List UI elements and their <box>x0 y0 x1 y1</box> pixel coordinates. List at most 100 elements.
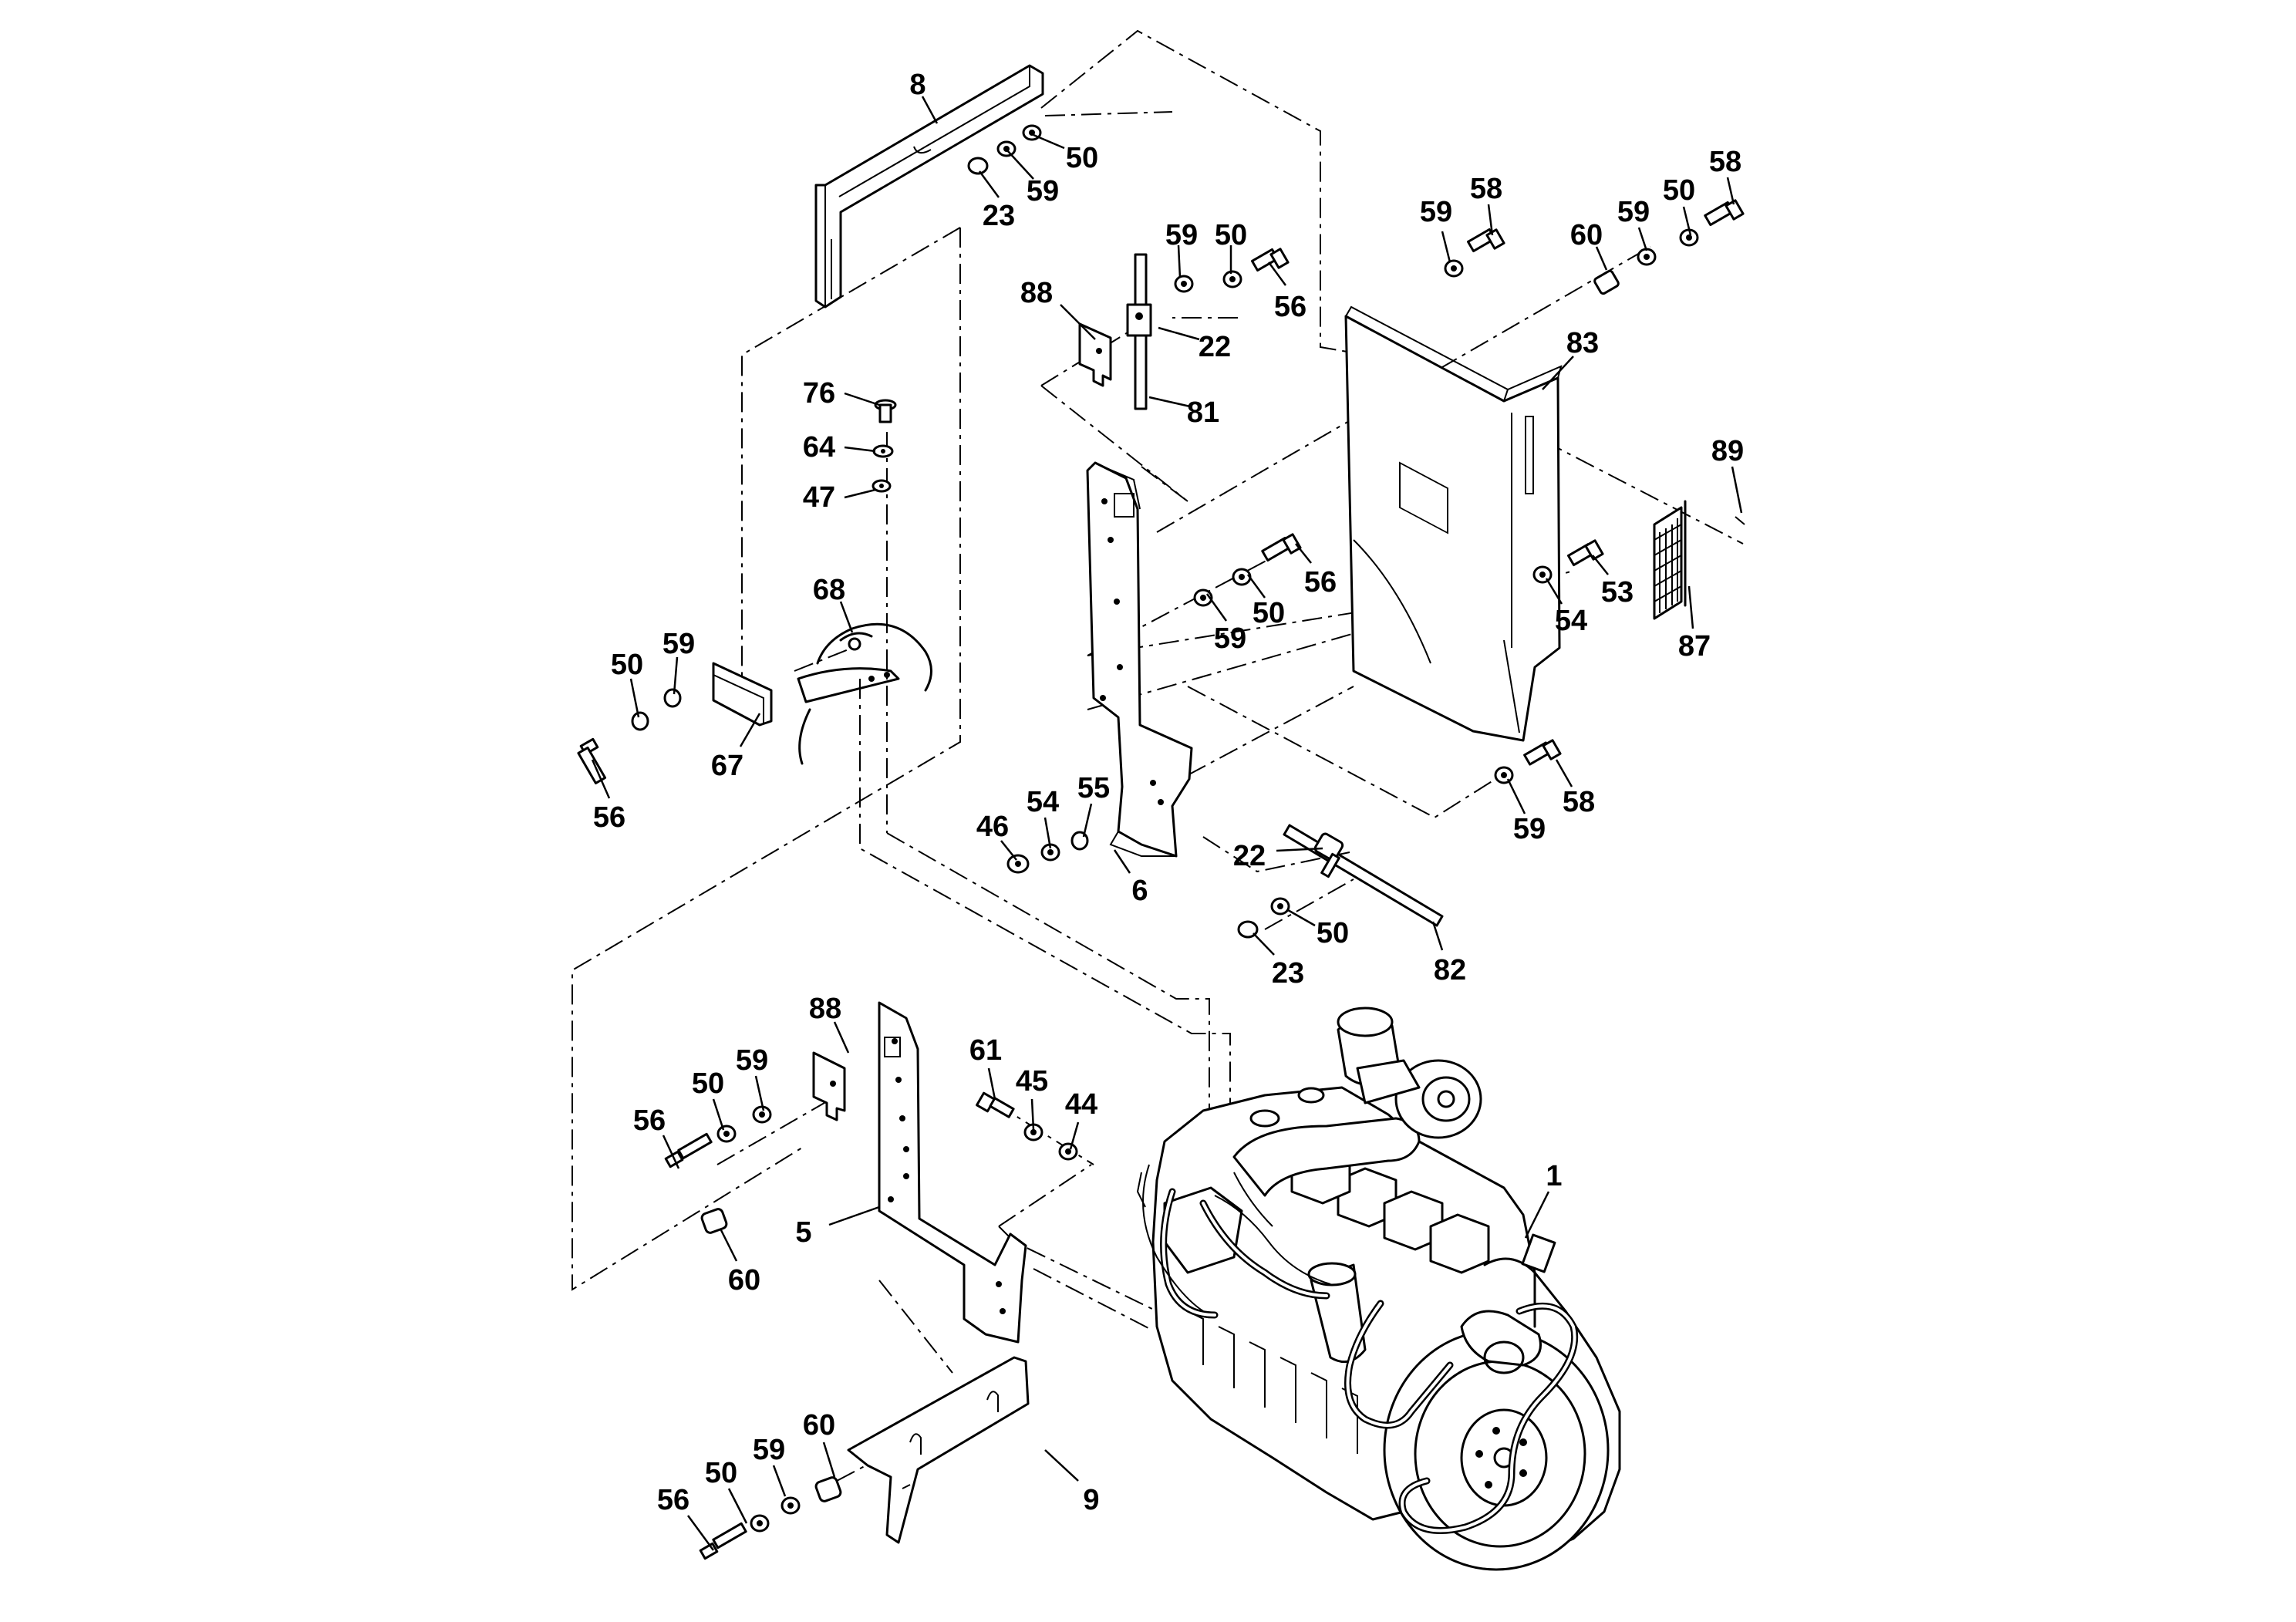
leader-line <box>1267 261 1287 286</box>
leader-line <box>987 1067 996 1100</box>
part-number-label: 22 <box>1233 840 1266 872</box>
callout-c50g: 50 <box>692 1067 725 1131</box>
part-number-label: 5 <box>795 1216 811 1249</box>
leader-line <box>662 1135 680 1169</box>
callout-c59b: 59 <box>1165 219 1198 278</box>
callout-c83: 83 <box>1542 327 1599 390</box>
part-number-label: 54 <box>1555 605 1587 637</box>
hardware-lower-56-50-59 <box>664 1105 772 1168</box>
leader-line <box>1044 1449 1079 1482</box>
part-60-spacer-left <box>700 1208 728 1234</box>
part-68-clamp-harness <box>797 622 932 765</box>
part-number-label: 60 <box>803 1409 835 1442</box>
hardware-61-45-44 <box>976 1091 1078 1161</box>
callout-c67: 67 <box>711 713 761 782</box>
callout-c22a: 22 <box>1158 326 1231 363</box>
leader-line <box>1148 396 1191 408</box>
callout-c56a: 56 <box>1267 261 1306 323</box>
part-number-label: 59 <box>753 1434 785 1466</box>
hardware-left-67 <box>577 688 682 784</box>
part-9-lower-plate <box>847 1356 1030 1544</box>
part-number-label: 88 <box>809 993 841 1025</box>
part-number-label: 58 <box>1563 786 1595 818</box>
leader-line <box>629 678 640 718</box>
leader-line <box>1033 133 1065 150</box>
part-number-label: 81 <box>1187 396 1219 429</box>
part-number-label: 50 <box>1317 917 1349 949</box>
leader-line <box>1542 356 1574 390</box>
callout-c50h: 50 <box>705 1457 748 1524</box>
part-number-label: 59 <box>1420 196 1452 228</box>
callout-c58a: 58 <box>1470 173 1502 236</box>
part-number-label: 82 <box>1434 954 1466 986</box>
part-number-label: 22 <box>1199 331 1231 363</box>
leader-line <box>978 170 1000 198</box>
callout-c6: 6 <box>1113 849 1148 907</box>
part-number-label: 44 <box>1065 1088 1097 1121</box>
leader-line <box>1726 177 1735 205</box>
callout-c88a: 88 <box>1020 277 1096 340</box>
callout-c58b: 58 <box>1709 146 1741 205</box>
part-number-label: 56 <box>633 1104 666 1137</box>
part-number-label: 56 <box>657 1484 689 1516</box>
leader-line <box>1276 847 1323 852</box>
leader-line <box>1082 803 1093 838</box>
callout-c44: 44 <box>1065 1088 1097 1150</box>
leader-line <box>727 1488 748 1524</box>
callout-c61: 61 <box>969 1034 1002 1100</box>
callout-c56d: 56 <box>633 1104 680 1169</box>
part-88-plate-lower <box>812 1051 846 1121</box>
callout-c50f: 50 <box>1287 909 1349 949</box>
leader-line <box>1043 817 1052 849</box>
part-87-grille <box>1653 500 1745 620</box>
leader-line <box>1253 932 1275 956</box>
leader-line <box>1687 585 1694 629</box>
callout-c60b: 60 <box>720 1229 760 1297</box>
leader-line <box>1555 759 1573 787</box>
callout-c68: 68 <box>813 574 854 633</box>
hardware-upper-22-50-59-56 <box>1174 248 1290 293</box>
part-81-bar <box>1126 253 1152 410</box>
leader-line <box>739 713 761 747</box>
callout-c45: 45 <box>1016 1065 1048 1131</box>
callout-c60a: 60 <box>1570 219 1608 271</box>
callout-c59h: 59 <box>736 1044 768 1111</box>
part-number-label: 59 <box>1513 813 1546 845</box>
leader-line <box>712 1098 725 1131</box>
leader-line <box>591 759 611 799</box>
part-number-label: 8 <box>909 69 925 101</box>
leader-line <box>1069 1121 1080 1150</box>
leader-line <box>686 1515 715 1551</box>
part-number-label: 76 <box>803 377 835 410</box>
hardware-23-50-lower <box>1237 897 1290 939</box>
callout-c64: 64 <box>803 431 876 464</box>
leader-line <box>1682 206 1692 236</box>
part-number-label: 1 <box>1546 1160 1562 1192</box>
leader-line <box>839 601 854 633</box>
part-number-label: 50 <box>1066 142 1098 174</box>
part-number-label: 61 <box>969 1034 1002 1067</box>
leader-line <box>1246 574 1266 599</box>
leader-line <box>1545 578 1563 605</box>
leader-line <box>1006 150 1034 180</box>
part-number-label: 50 <box>1253 597 1285 629</box>
part-number-label: 47 <box>803 481 835 514</box>
part-number-label: 58 <box>1470 173 1502 205</box>
part-number-label: 55 <box>1077 772 1110 804</box>
callout-c59f: 59 <box>1617 196 1650 251</box>
hardware-mid-56-50-59 <box>1193 533 1302 607</box>
callout-c59d: 59 <box>1205 593 1246 655</box>
callout-c54b: 54 <box>1027 786 1059 849</box>
hardware-stack-76-64-47 <box>872 399 897 493</box>
part-1-engine <box>1136 1007 1621 1571</box>
leader-line <box>822 1442 836 1478</box>
leader-line <box>844 446 876 453</box>
leader-line <box>673 656 679 695</box>
part-number-label: 67 <box>711 750 743 782</box>
part-8-top-bracket <box>814 64 1044 309</box>
part-number-label: 59 <box>1027 175 1059 207</box>
callout-c50e: 50 <box>1663 174 1695 236</box>
leader-line <box>844 488 876 499</box>
